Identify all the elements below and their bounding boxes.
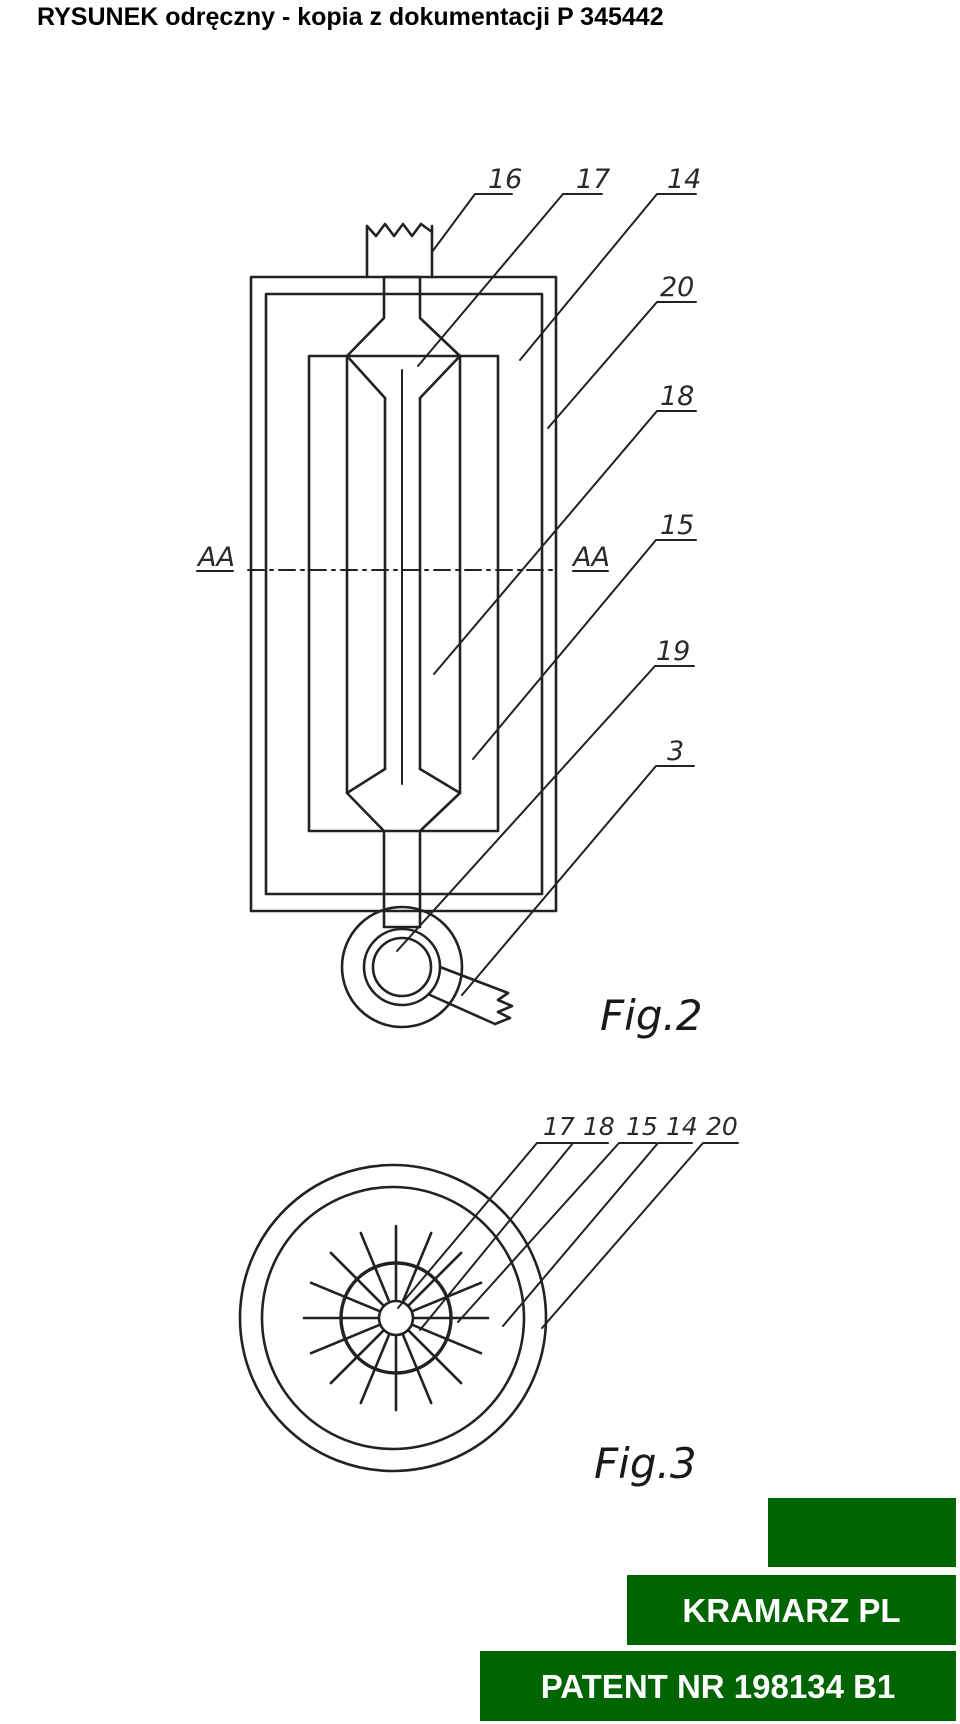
company-name: KRAMARZ PL [682,1591,901,1629]
fig3-label-18: 18 [583,1112,615,1141]
company-banner: KRAMARZ PL [627,1575,956,1645]
brand-box-empty [768,1498,956,1567]
fig3-outer-circle [238,1163,548,1473]
connector-outer-ring [340,905,464,1029]
fig3-label-15: 15 [626,1112,658,1141]
fig2-label-3: 3 [667,736,684,767]
fig3-drawing [238,1142,739,1473]
fig3-spoke [329,1251,385,1307]
housing-inner [264,292,544,896]
fig3-spoke [407,1251,463,1307]
chamber-outer [307,354,500,833]
fig2-label-14: 14 [667,164,701,195]
fig3-spoke [411,1323,483,1355]
pipe-break-top [365,222,434,238]
fig3-label-17: 17 [543,1112,575,1141]
fig3-spokes [302,1224,490,1412]
fig3-spoke [359,1333,391,1405]
fig2-label-15: 15 [660,510,694,541]
fig3-spoke [401,1231,433,1303]
fig2-caption: Fig.2 [600,991,703,1040]
fig3-label-14: 14 [666,1112,698,1141]
page-title: RYSUNEK odręczny - kopia z dokumentacji … [37,3,664,31]
fig3-inner-circle [260,1185,526,1451]
fig3-spoke [329,1329,385,1385]
fig3-caption: Fig.3 [594,1439,697,1488]
fig2-label-19: 19 [656,636,690,667]
fig2-label-16: 16 [488,164,522,195]
fig3-label-20: 20 [706,1112,738,1141]
patent-number: PATENT NR 198134 B1 [540,1667,896,1705]
fig2-label-20: 20 [660,272,694,303]
fig3-spoke [359,1231,391,1303]
fig2-label-17: 17 [576,164,610,195]
fig3-spoke [407,1329,463,1385]
fig2-label-18: 18 [660,381,694,412]
section-mark-right: AA [571,542,610,573]
fig3-spoke [309,1281,381,1313]
pipe-break-side [493,991,514,1026]
patent-banner: PATENT NR 198134 B1 [480,1651,956,1721]
section-mark-left: AA [196,542,235,573]
housing-outer [249,275,558,913]
fig3-spoke [401,1333,433,1405]
connector-inner-ring [371,936,433,998]
fig3-spoke [309,1323,381,1355]
connector-mid-ring [362,927,442,1007]
fig2-drawing [196,193,697,1029]
